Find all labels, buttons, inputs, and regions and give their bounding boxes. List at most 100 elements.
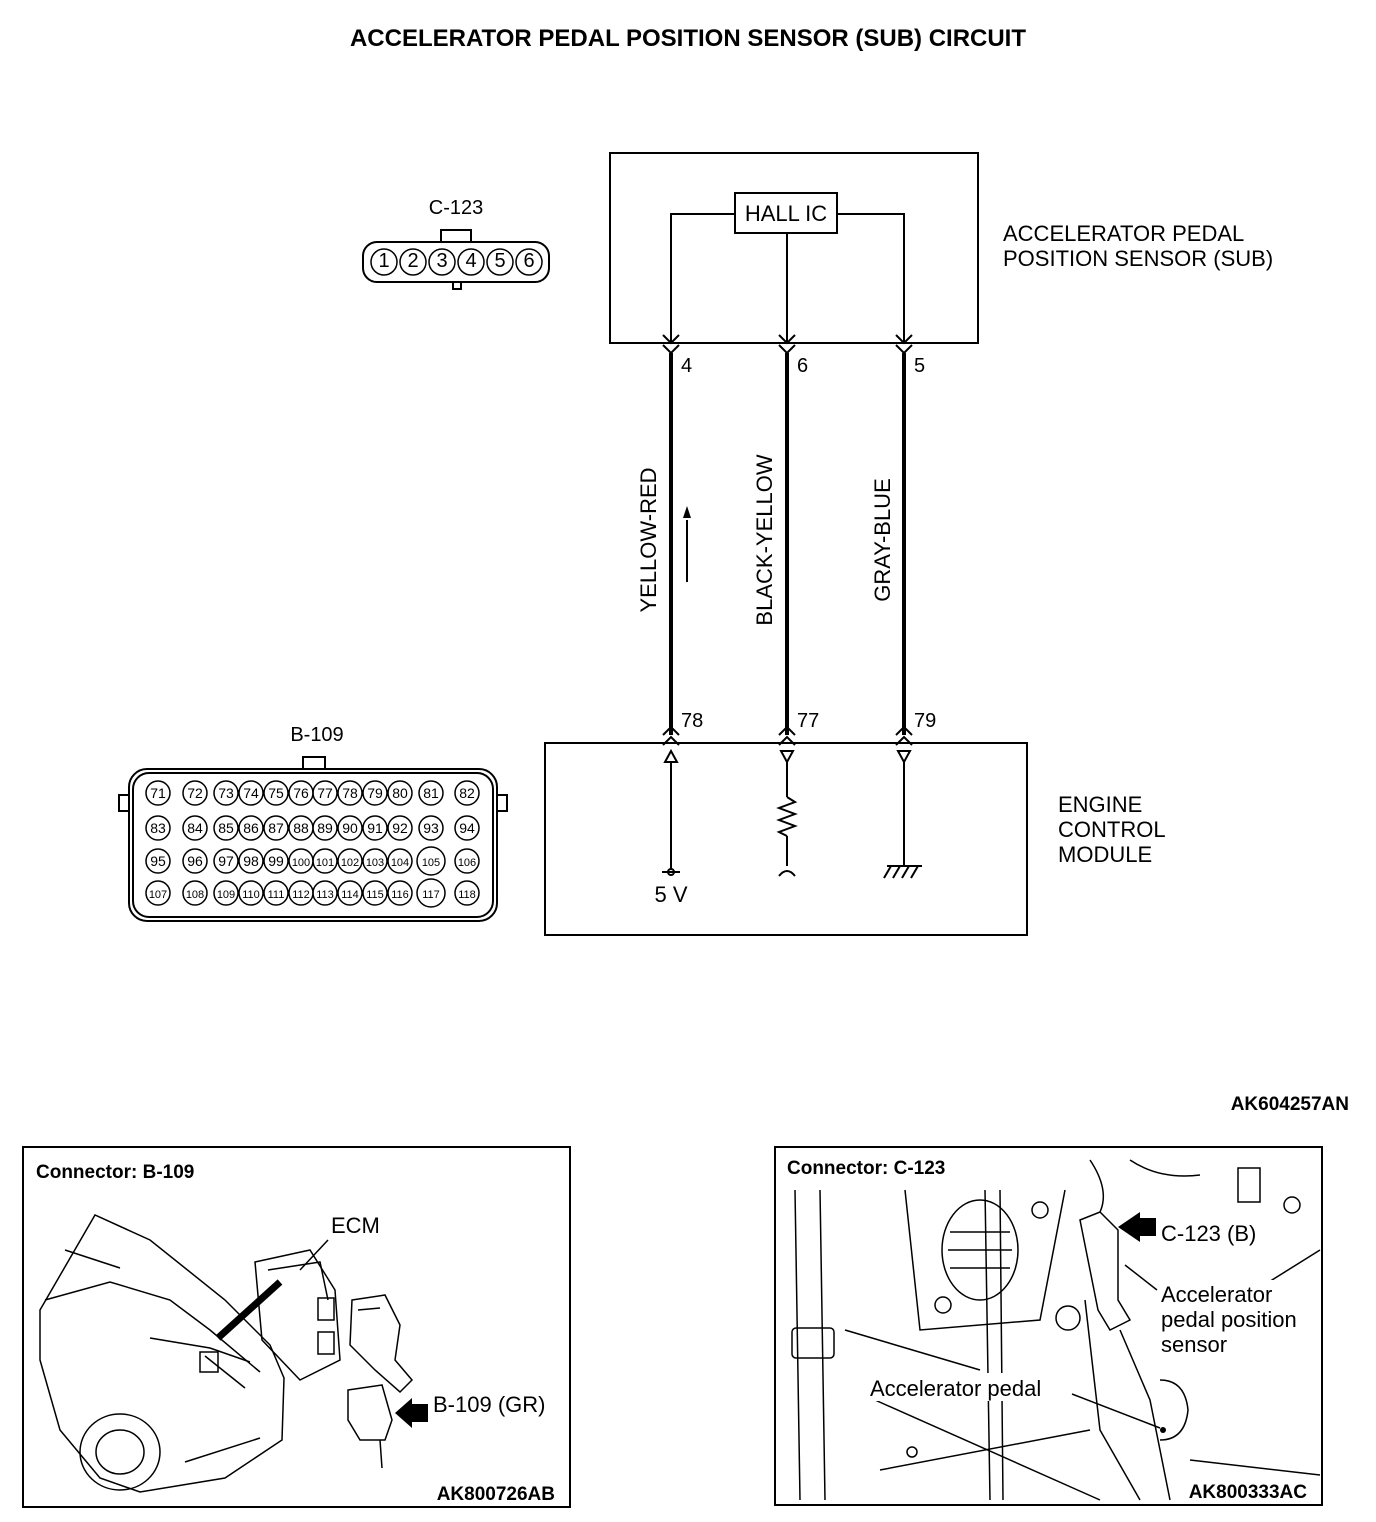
b109-pin-117-circle xyxy=(416,878,446,908)
b109-pin-96-circle xyxy=(182,848,208,874)
ecm-name-line3: MODULE xyxy=(1058,842,1152,867)
b109-pin-91-circle xyxy=(362,815,388,841)
b109-pin-108-label: 108 xyxy=(186,889,204,901)
c123-pin-3-circle xyxy=(428,248,456,276)
b109-pin-93-label: 93 xyxy=(423,820,439,836)
c123-pin-6-circle xyxy=(515,248,543,276)
b109-pin-85-label: 85 xyxy=(218,820,234,836)
b109-pin-76-label: 76 xyxy=(293,785,309,801)
b109-pin-117-label: 117 xyxy=(422,889,440,901)
b109-pin-81-label: 81 xyxy=(423,785,439,801)
sensor-photo-label-line2: pedal position xyxy=(1161,1307,1297,1332)
b109-pin-107-circle xyxy=(145,880,171,906)
b109-pin-118-circle xyxy=(454,880,480,906)
b109-pin-79-label: 79 xyxy=(367,785,383,801)
sensor-terminal-6: 6 xyxy=(797,355,808,377)
c123-pin-6-label: 6 xyxy=(523,250,534,272)
b109-pin-75-label: 75 xyxy=(268,785,284,801)
location-pointer xyxy=(215,1279,283,1341)
b109-pin-113-circle xyxy=(312,880,338,906)
c123-label: C-123 xyxy=(429,197,483,219)
c123-connector xyxy=(362,229,550,290)
b109-pin-116-circle xyxy=(387,880,413,906)
ecm-unit-drawing xyxy=(254,1249,414,1469)
ecm-terminal-77: 77 xyxy=(797,710,819,732)
b109-pin-83-circle xyxy=(145,815,171,841)
pedal-area-illustration xyxy=(791,1159,1321,1501)
b109-pin-118-label: 118 xyxy=(458,889,476,901)
c123-pin-5-label: 5 xyxy=(494,250,505,272)
b109-pin-104-circle xyxy=(387,848,413,874)
b109-pin-101-label: 101 xyxy=(316,857,334,869)
b109-pin-87-circle xyxy=(263,815,289,841)
b109-pin-74-label: 74 xyxy=(243,785,259,801)
b109-pin-108-circle xyxy=(182,880,208,906)
b109-pin-82-label: 82 xyxy=(459,785,475,801)
wire-lines xyxy=(669,353,906,735)
panel-right-heading: Connector: C-123 xyxy=(787,1158,945,1179)
b109-pin-95-label: 95 xyxy=(150,853,166,869)
panel-left-code: AK800726AB xyxy=(437,1484,555,1505)
c123-arrow xyxy=(1118,1212,1156,1242)
sensor-photo-label-line1: Accelerator xyxy=(1161,1282,1272,1307)
c123-photo-label: C-123 (B) xyxy=(1161,1221,1256,1246)
b109-pin-84-label: 84 xyxy=(187,820,203,836)
ecm-name-line2: CONTROL xyxy=(1058,817,1166,842)
b109-pin-115-circle xyxy=(362,880,388,906)
b109-pin-84-circle xyxy=(182,815,208,841)
b109-pin-111-label: 111 xyxy=(268,889,285,901)
diagram-title: ACCELERATOR PEDAL POSITION SENSOR (SUB) … xyxy=(350,25,1026,52)
b109-pin-105-label: 105 xyxy=(422,857,440,869)
b109-pin-110-circle xyxy=(238,880,264,906)
b109-pin-81-circle xyxy=(418,780,444,806)
sensor-photo-label-line3: sensor xyxy=(1161,1332,1227,1357)
b109-pin-78-label: 78 xyxy=(342,785,358,801)
b109-label: B-109 xyxy=(290,724,343,746)
panel-right: Connector: C-123 C-123 (B) Accelerator p… xyxy=(774,1146,1323,1506)
b109-pin-77-circle xyxy=(312,780,338,806)
panel-left-heading: Connector: B-109 xyxy=(36,1162,194,1183)
wire-label-gray-blue: GRAY-BLUE xyxy=(870,478,895,602)
b109-pin-72-circle xyxy=(182,780,208,806)
c123-pin-5-circle xyxy=(486,248,514,276)
ecm-terminal-79: 79 xyxy=(914,710,936,732)
b109-pin-109-circle xyxy=(213,880,239,906)
b109-connector xyxy=(118,756,508,922)
b109-pin-73-circle xyxy=(213,780,239,806)
b109-pin-86-circle xyxy=(238,815,264,841)
b109-pin-116-label: 116 xyxy=(391,889,409,901)
b109-pin-89-circle xyxy=(312,815,338,841)
b109-pin-115-label: 115 xyxy=(366,889,384,901)
b109-pin-90-circle xyxy=(337,815,363,841)
sensor-name-line2: POSITION SENSOR (SUB) xyxy=(1003,246,1273,271)
b109-pin-106-circle xyxy=(454,848,480,874)
b109-pin-85-circle xyxy=(213,815,239,841)
sensor-box: HALL IC xyxy=(609,152,979,344)
b109-pin-107-label: 107 xyxy=(149,889,167,901)
b109-pin-91-label: 91 xyxy=(367,820,383,836)
pedal-photo-label: Accelerator pedal xyxy=(870,1376,1041,1401)
b109-pin-109-label: 109 xyxy=(217,889,235,901)
panel-left: Connector: B-109 ECM B-109 (GR) AK xyxy=(22,1146,571,1508)
b109-pin-75-circle xyxy=(263,780,289,806)
b109-pin-112-label: 112 xyxy=(292,889,310,901)
b109-pin-95-circle xyxy=(145,848,171,874)
sensor-terminal-4: 4 xyxy=(681,355,692,377)
b109-pin-93-circle xyxy=(418,815,444,841)
wire-label-yellow-red: YELLOW-RED xyxy=(636,467,661,612)
sensor-name-line1: ACCELERATOR PEDAL xyxy=(1003,221,1244,246)
b109-pin-110-label: 110 xyxy=(242,889,260,901)
sensor-terminal-5: 5 xyxy=(914,355,925,377)
b109-pin-104-label: 104 xyxy=(391,857,409,869)
figure-code: AK604257AN xyxy=(1231,1094,1349,1115)
b109-pin-106-label: 106 xyxy=(458,857,476,869)
b109-pin-72-label: 72 xyxy=(187,785,203,801)
b109-pin-89-label: 89 xyxy=(317,820,333,836)
ecm-terminal-78: 78 xyxy=(681,710,703,732)
b109-pin-98-circle xyxy=(238,848,264,874)
b109-pin-98-label: 98 xyxy=(243,853,259,869)
c123-pin-4-label: 4 xyxy=(465,250,476,272)
b109-pin-90-label: 90 xyxy=(342,820,358,836)
b109-pin-99-label: 99 xyxy=(268,853,284,869)
